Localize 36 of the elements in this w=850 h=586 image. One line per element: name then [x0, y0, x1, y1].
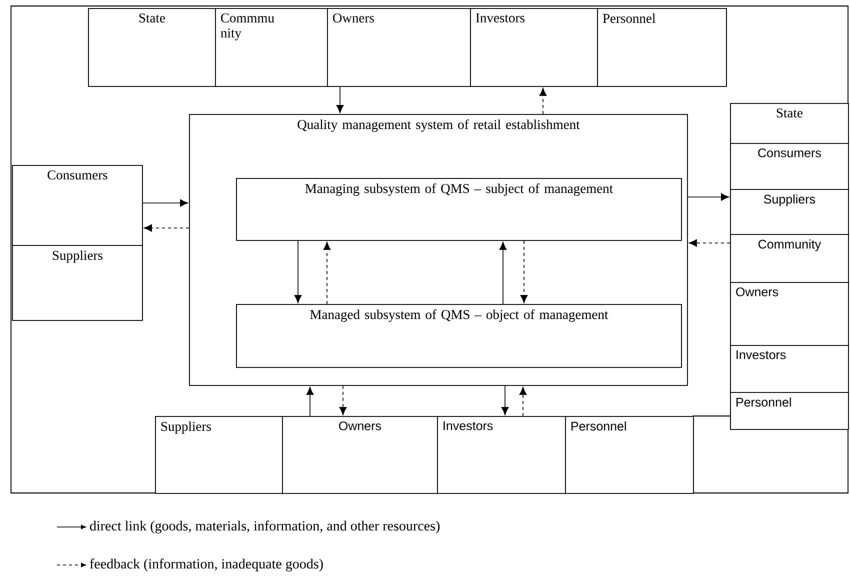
- table-cell: Personnel: [597, 8, 727, 87]
- arrow: [501, 386, 509, 415]
- table-cell: Suppliers: [155, 416, 283, 494]
- table-cell: State: [88, 8, 216, 87]
- arrow: [339, 386, 347, 415]
- table-cell: Suppliers: [730, 189, 849, 235]
- table-cell: Personnel: [565, 416, 694, 494]
- table-cell: Investors: [437, 416, 566, 494]
- table-cell: Suppliers: [12, 245, 143, 321]
- arrow: [306, 386, 314, 416]
- arrow: [519, 386, 527, 416]
- arrow: [323, 242, 331, 304]
- arrow: [499, 242, 507, 304]
- table-cell: Owners: [282, 416, 438, 494]
- arrow: [336, 86, 344, 113]
- table-cell: Owners: [327, 8, 471, 87]
- arrow: [294, 240, 302, 303]
- table-cell: Consumers: [730, 143, 849, 190]
- arrow: [688, 239, 730, 247]
- subsystem-box: Managing subsystem of QMS – subject of management: [236, 178, 682, 241]
- table-cell: State: [730, 103, 849, 144]
- arrow: [539, 88, 547, 114]
- table-cell: Investors: [730, 345, 849, 393]
- table-cell: Community: [730, 234, 849, 283]
- arrow: [688, 193, 729, 201]
- subsystem-box: Managed subsystem of QMS – object of management: [236, 304, 682, 368]
- table-cell: Consumers: [12, 165, 143, 246]
- table-cell: Personnel: [730, 392, 849, 430]
- arrow: [144, 224, 190, 232]
- table-cell: Investors: [470, 8, 598, 87]
- arrow: [142, 199, 188, 207]
- arrow: [520, 240, 528, 303]
- legend-text: feedback (information, inadequate goods): [90, 558, 323, 572]
- table-cell: Owners: [730, 282, 849, 346]
- legend-text: direct link (goods, materials, information, and other resources): [90, 520, 440, 534]
- table-cell: Commmu nity: [215, 8, 328, 87]
